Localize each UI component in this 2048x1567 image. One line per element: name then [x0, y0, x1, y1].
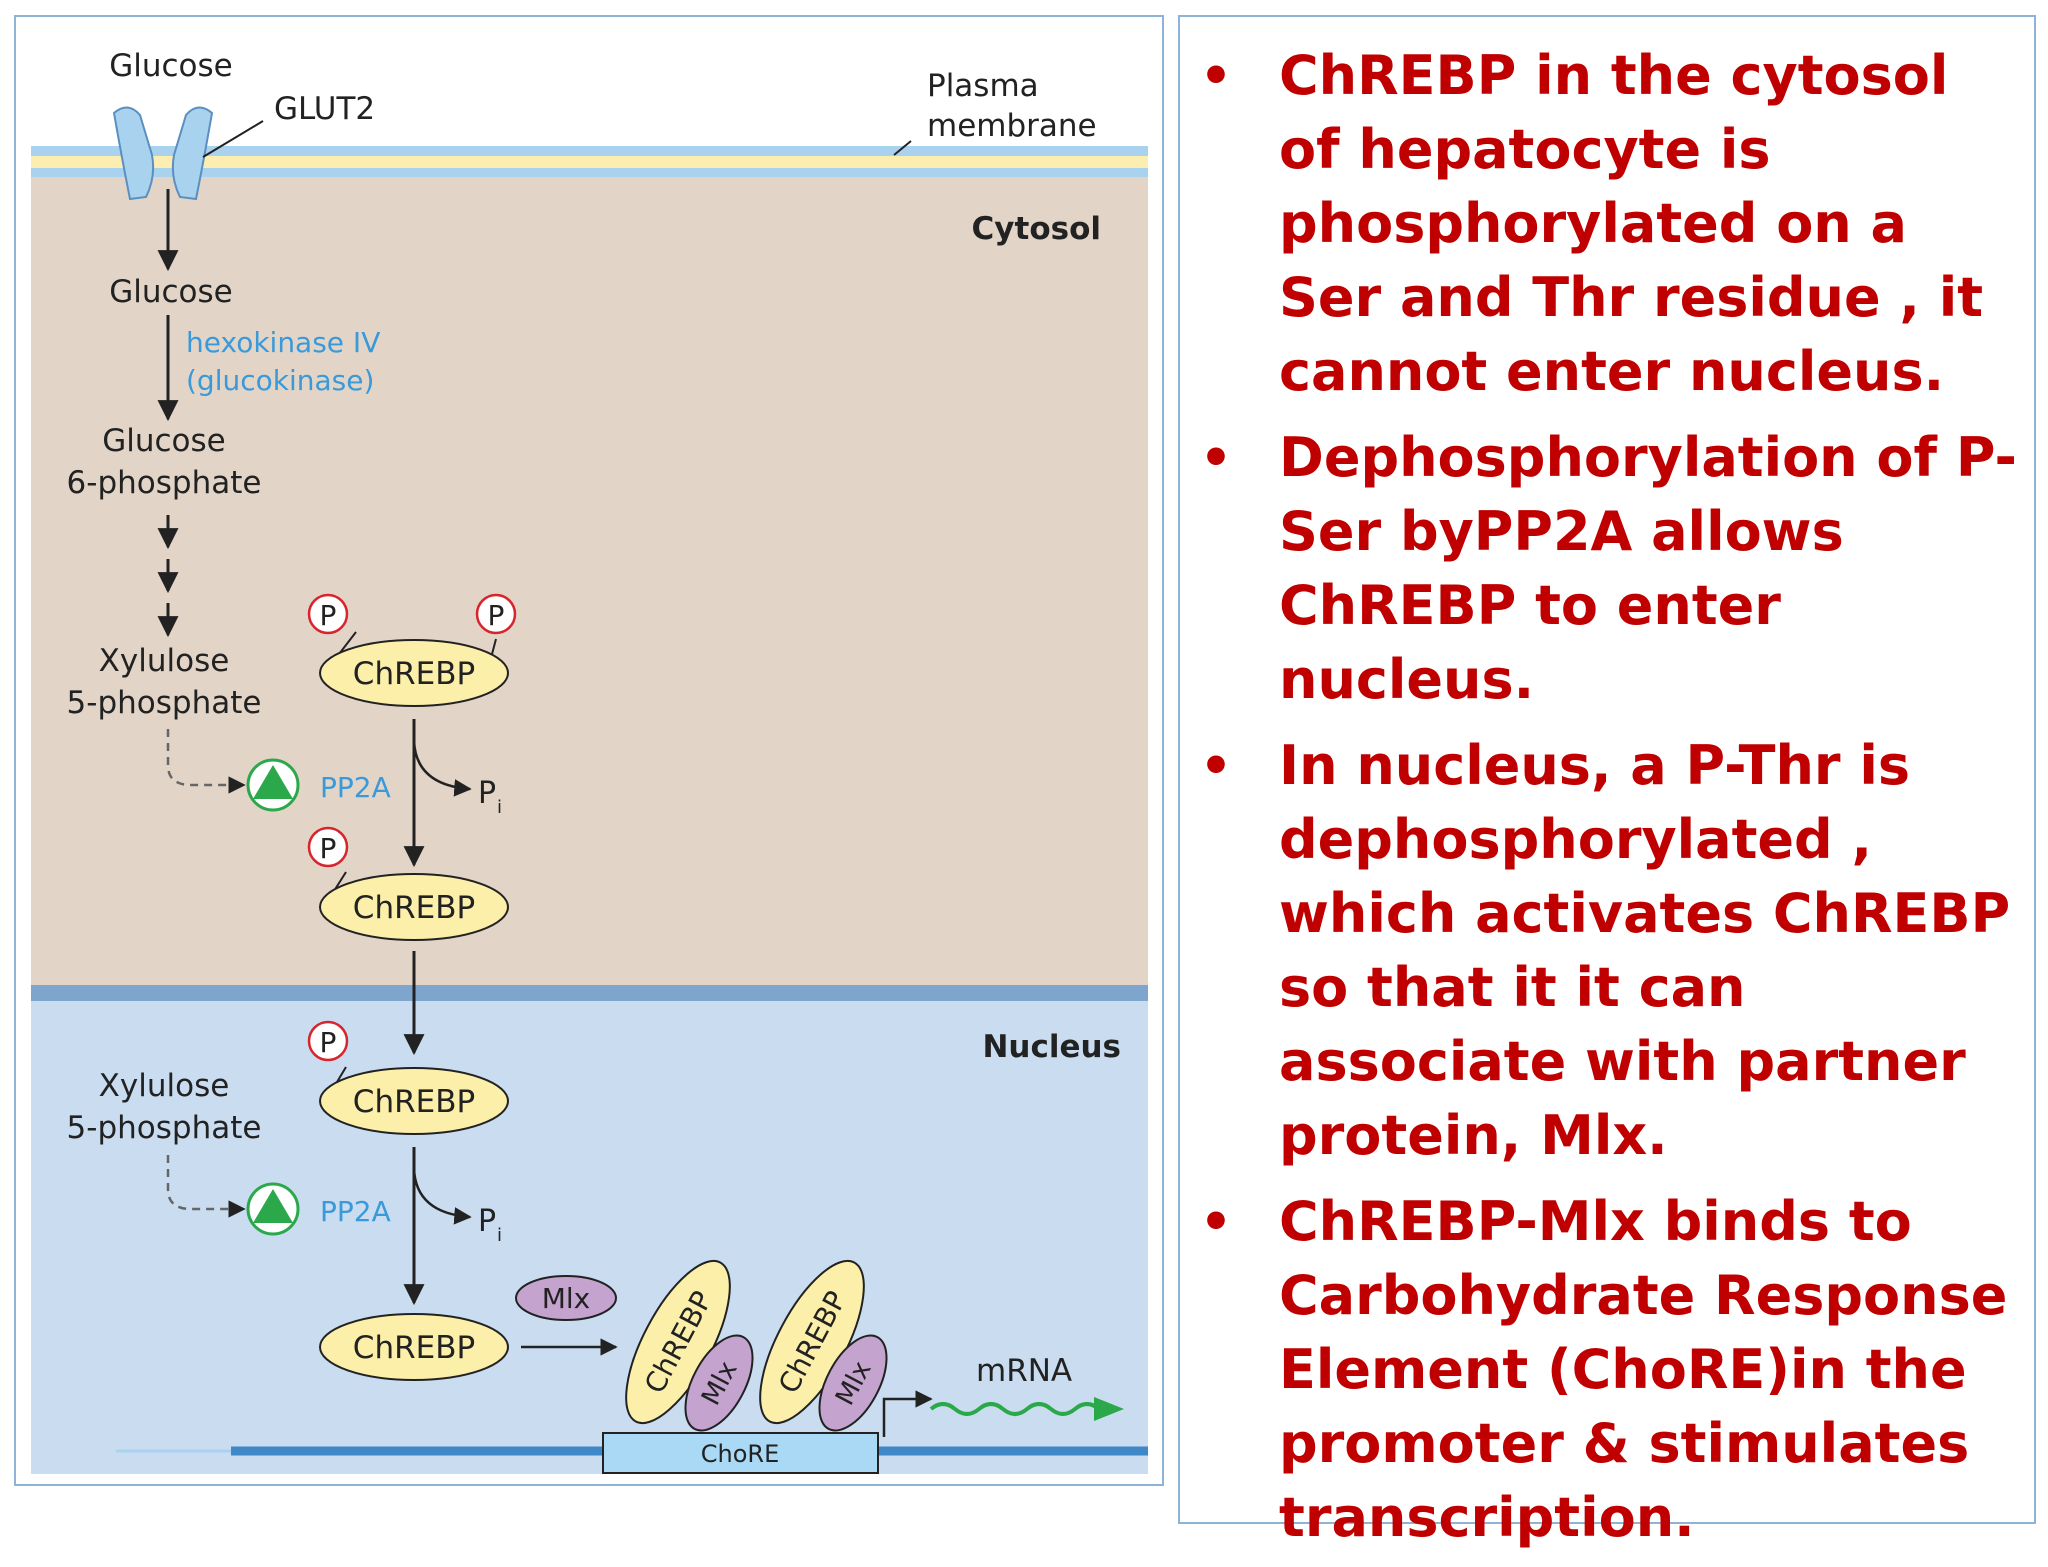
bullet-icon: •: [1200, 429, 1232, 487]
pp2a-label-cytosol: PP2A: [320, 771, 391, 804]
x5p-activates-pp2a-arrow-cytosol: [166, 729, 246, 794]
mrna-label: mRNA: [976, 1353, 1072, 1389]
transcription-start-arrow: [882, 1390, 933, 1437]
pp2a-icon: [246, 1182, 300, 1236]
cytosol-region: [31, 177, 1148, 987]
chrebp-protein: ChREBP: [319, 873, 509, 941]
bullet-icon: •: [1200, 47, 1232, 105]
phosphate-group: P: [475, 593, 517, 635]
mrna-arrowhead: [1094, 1397, 1124, 1421]
g6p-label-line1: Glucose: [102, 423, 226, 459]
svg-text:ChREBP: ChREBP: [353, 890, 475, 926]
pathway-diagram: Glucose GLUT2 Plasma membrane Cytosol Nu…: [31, 48, 1148, 1474]
x5p-cytosol-label-line2: 5-phosphate: [67, 685, 262, 721]
chrebp-mlx-complex: ChREBP Mlx: [625, 1259, 754, 1432]
explanation-point: •ChREBP in the cytosol of hepatocyte is …: [1180, 39, 2034, 409]
chrebp-protein: ChREBP: [319, 1313, 509, 1381]
plasma-membrane-label-line2: membrane: [927, 108, 1097, 144]
pp2a-icon: [246, 758, 300, 812]
svg-text:ChoRE: ChoRE: [701, 1440, 780, 1468]
glut2-transporter-icon: [112, 106, 214, 201]
explanation-list: •ChREBP in the cytosol of hepatocyte is …: [1180, 39, 2034, 1567]
x5p-nucleus-label-line2: 5-phosphate: [67, 1110, 262, 1146]
svg-text:ChREBP: ChREBP: [353, 656, 475, 692]
plasma-membrane-label-line1: Plasma: [927, 68, 1039, 104]
chore-element: ChoRE: [602, 1432, 879, 1474]
svg-text:P: P: [320, 599, 337, 632]
x5p-cytosol-label-line1: Xylulose: [99, 643, 230, 679]
plasma-membrane: [31, 146, 1148, 177]
svg-text:P: P: [320, 832, 337, 865]
bullet-icon: •: [1200, 737, 1232, 795]
svg-text:ChREBP: ChREBP: [353, 1330, 475, 1366]
enzyme-label-line2: (glucokinase): [186, 364, 374, 397]
pp2a-label-nucleus: PP2A: [320, 1195, 391, 1228]
chrebp-protein: ChREBP: [319, 639, 509, 707]
phosphate-group: P: [307, 1020, 349, 1062]
mrna-strand: [929, 1402, 1101, 1416]
chrebp-mlx-complex: ChREBP Mlx: [759, 1259, 888, 1432]
phosphate-group: P: [307, 826, 349, 868]
nucleus-region: [31, 1000, 1148, 1474]
x5p-nucleus-label-line1: Xylulose: [99, 1068, 230, 1104]
mlx-protein: Mlx: [515, 1275, 617, 1321]
nucleus-label: Nucleus: [982, 1029, 1121, 1065]
pathway-diagram-panel: Glucose GLUT2 Plasma membrane Cytosol Nu…: [14, 15, 1164, 1486]
svg-text:P: P: [320, 1026, 337, 1059]
chrebp-protein: ChREBP: [319, 1067, 509, 1135]
glucose-inside-label: Glucose: [109, 274, 233, 310]
glucose-outside-label: Glucose: [109, 48, 233, 84]
pi-label: P: [478, 776, 496, 811]
explanation-point: •In nucleus, a P-Thr is dephosphorylated…: [1180, 729, 2034, 1173]
x5p-activates-pp2a-arrow-nucleus: [166, 1155, 246, 1218]
pi-subscript: i: [497, 797, 502, 818]
nuclear-envelope: [31, 985, 1148, 1001]
svg-text:Mlx: Mlx: [542, 1282, 591, 1315]
explanation-panel: •ChREBP in the cytosol of hepatocyte is …: [1178, 15, 2036, 1549]
svg-text:P: P: [488, 599, 505, 632]
explanation-point: •Dephosphorylation of P-Ser byPP2A allow…: [1180, 421, 2034, 717]
cytosol-label: Cytosol: [972, 211, 1101, 247]
g6p-label-line2: 6-phosphate: [67, 465, 262, 501]
pi-label: P: [478, 1204, 496, 1239]
svg-text:ChREBP: ChREBP: [353, 1084, 475, 1120]
pi-subscript: i: [497, 1225, 502, 1246]
phosphate-group: P: [307, 593, 349, 635]
glut2-label: GLUT2: [274, 91, 375, 127]
enzyme-label-line1: hexokinase IV: [186, 326, 380, 359]
explanation-point: •ChREBP-Mlx binds to Carbohydrate Respon…: [1180, 1185, 2034, 1555]
bullet-icon: •: [1200, 1193, 1232, 1251]
